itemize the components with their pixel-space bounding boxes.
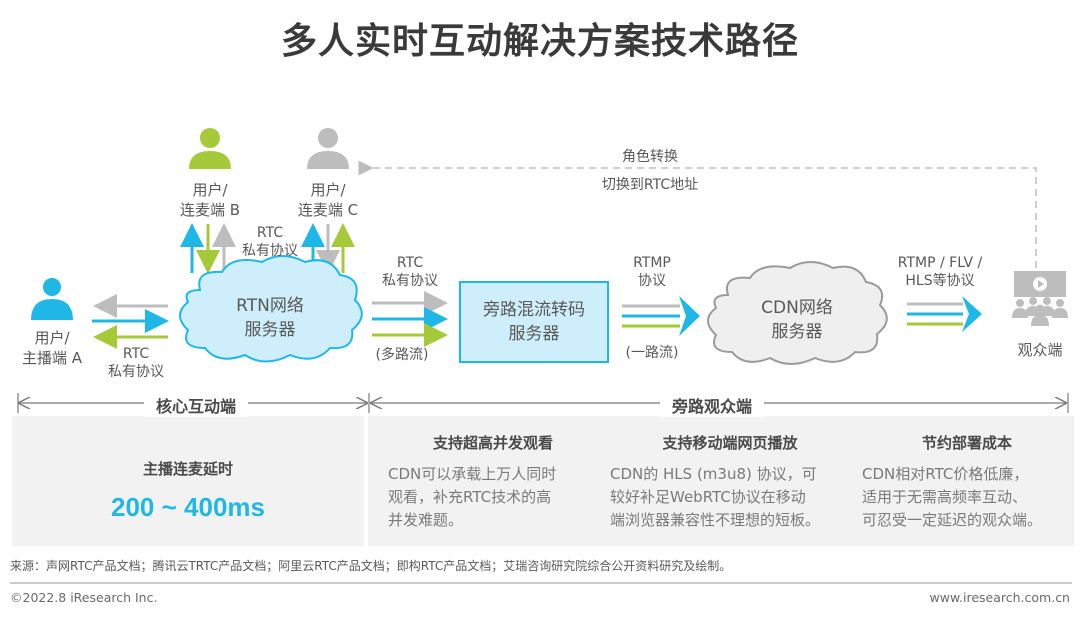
core-section-title: 核心互动端 xyxy=(144,393,249,417)
latency-value: 200 ~ 400ms xyxy=(111,492,265,522)
audience-screen-icon xyxy=(1012,271,1068,326)
user-b-label: 用户/ 连麦端 B xyxy=(179,181,241,219)
user-c-label: 用户/ 连麦端 C xyxy=(297,181,359,219)
latency-label: 主播连麦延时 xyxy=(142,460,233,478)
page-title: 多人实时互动解决方案技术路径 xyxy=(280,21,799,62)
rtn-cloud xyxy=(179,255,363,363)
role-switch-label: 角色转换 xyxy=(622,149,678,165)
card-cost-saving: 节约部署成本 CDN相对RTC价格低廉， 适用于无需高频率互动、 可忍受一定延迟… xyxy=(862,434,1043,529)
bypass-panel xyxy=(368,416,1074,546)
user-a-label: 用户/ 主播端 A xyxy=(21,329,83,367)
person-icon-blue xyxy=(31,278,73,320)
role-switch-dashed-line xyxy=(358,160,1037,268)
rtn-server-label: RTN网络 服务器 xyxy=(236,296,304,340)
mixer-box xyxy=(459,281,609,363)
single-stream-label: (一路流) xyxy=(625,345,679,361)
cdn-server-label: CDN网络 服务器 xyxy=(761,298,833,342)
card-high-concurrency: 支持超高并发观看 CDN可以承载上万人同时 观看，补充RTC技术的高 并发难题。 xyxy=(388,434,557,529)
cdn-cloud xyxy=(707,261,888,365)
multi-stream-label: (多路流) xyxy=(375,347,429,363)
person-icon-green xyxy=(189,128,231,169)
card-mobile-web: 支持移动端网页播放 CDN的 HLS (m3u8) 协议，可 较好补足WebRT… xyxy=(610,434,821,529)
copyright: ©2022.8 iResearch Inc. xyxy=(10,590,158,605)
switch-rtc-label: 切换到RTC地址 xyxy=(601,177,699,193)
rtc-protocol-label-mix: RTC 私有协议 xyxy=(382,255,438,289)
rtc-protocol-label-a: RTC 私有协议 xyxy=(108,346,164,380)
mixer-server-label: 旁路混流转码 服务器 xyxy=(483,300,585,344)
website-link[interactable]: www.iresearch.com.cn xyxy=(929,590,1071,605)
bypass-section-title: 旁路观众端 xyxy=(660,393,765,417)
cdn-protocol-label: RTMP / FLV / HLS等协议 xyxy=(897,255,983,289)
rtc-protocol-label-bc: RTC 私有协议 xyxy=(242,225,298,259)
core-panel: 主播连麦延时 200 ~ 400ms xyxy=(12,416,364,546)
source-note: 来源：声网RTC产品文档；腾讯云TRTC产品文档；阿里云RTC产品文档；即构RT… xyxy=(10,559,732,573)
audience-label: 观众端 xyxy=(1017,341,1063,359)
rtmp-protocol-label: RTMP 协议 xyxy=(633,255,671,289)
chevron-right-icon xyxy=(679,296,700,336)
chevron-right-icon xyxy=(962,296,982,332)
person-icon-gray xyxy=(307,128,349,169)
